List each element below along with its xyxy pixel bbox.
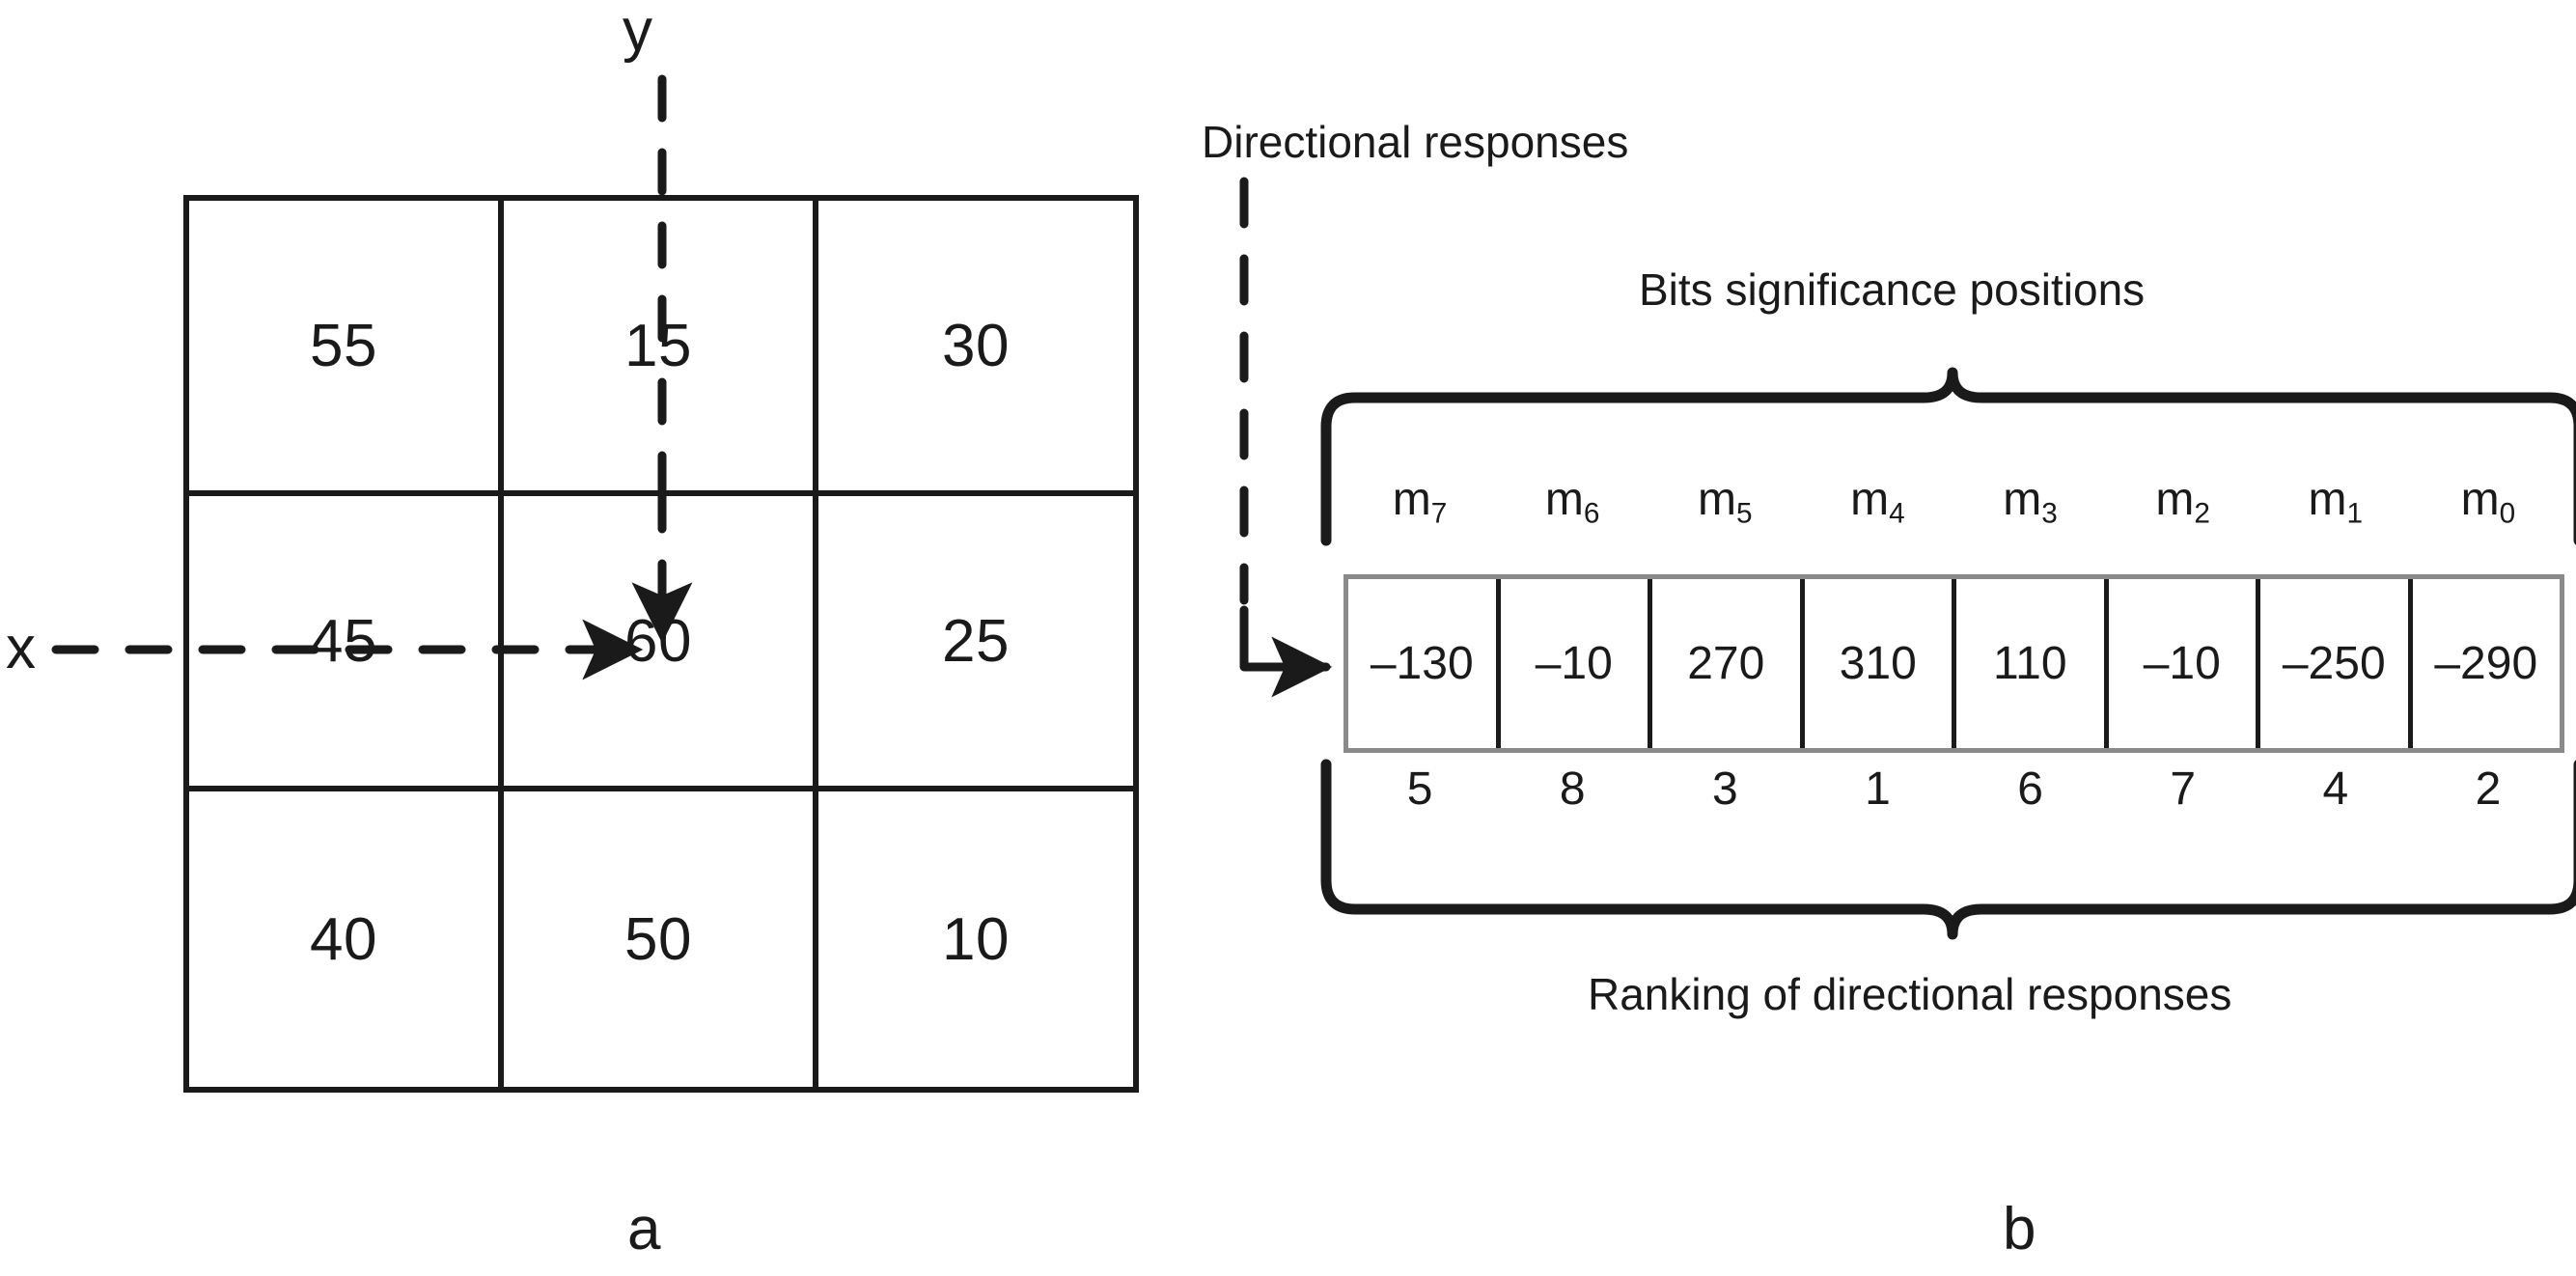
bit-position-label-m2: m2 <box>2155 474 2210 530</box>
rank-cell-m6: 8 <box>1559 763 1586 815</box>
panel-a: y x 55 15 30 45 60 25 40 50 10 a <box>0 0 1197 1276</box>
grid-cell-r2c0: 40 <box>189 791 504 1087</box>
label-directional-responses: Directional responses <box>1202 117 1629 167</box>
grid-cell-r2c1: 50 <box>504 791 818 1087</box>
rank-cell-m7: 5 <box>1406 763 1433 815</box>
bit-subscript-3: 3 <box>2041 497 2058 530</box>
grid-cell-r2c2: 10 <box>942 905 1010 973</box>
bit-position-label-m1: m1 <box>2308 474 2364 530</box>
grid-cell-r0c2: 30 <box>818 201 1133 496</box>
value-cell-m3: 110 <box>1956 579 2109 748</box>
axis-label-x: x <box>6 615 36 681</box>
rank-cell-m4: 1 <box>1865 763 1891 815</box>
value-cell-m4: 310 <box>1804 579 1956 748</box>
grid-cell-r0c0: 55 <box>189 201 504 496</box>
bit-position-label-m3: m3 <box>2003 474 2058 530</box>
rank-cell-m2: 7 <box>2170 763 2197 815</box>
grid-cell-r1c0: 45 <box>189 496 504 791</box>
label-bits-significance-positions: Bits significance positions <box>1639 264 2146 315</box>
grid-cell-r1c2: 25 <box>818 496 1133 791</box>
directional-response-value-row: –130 –10 270 310 110 –10 –250 –290 <box>1343 574 2564 753</box>
bit-subscript-5: 5 <box>1736 497 1753 530</box>
value-cell-m2: –10 <box>2108 579 2260 748</box>
ranking-row: 5 8 3 1 6 7 4 2 <box>1343 763 2564 816</box>
panel-caption-a: a <box>627 1196 661 1262</box>
bit-subscript-7: 7 <box>1430 497 1448 530</box>
bit-subscript-6: 6 <box>1583 497 1600 530</box>
bit-position-label-m4: m4 <box>1850 474 1905 530</box>
rank-cell-m1: 4 <box>2322 763 2349 815</box>
value-cell-m6: –10 <box>1500 579 1652 748</box>
bit-position-label-m0: m0 <box>2460 474 2516 530</box>
bit-subscript-2: 2 <box>2194 497 2210 530</box>
value-cell-m5: 270 <box>1652 579 1805 748</box>
axis-label-y: y <box>623 0 652 64</box>
value-cell-m7: –130 <box>1348 579 1501 748</box>
bit-position-label-m7: m7 <box>1392 474 1448 530</box>
rank-cell-m3: 6 <box>2017 763 2043 815</box>
bit-position-label-m5: m5 <box>1698 474 1753 530</box>
rank-cell-m0: 2 <box>2475 763 2502 815</box>
bit-subscript-0: 0 <box>2499 497 2516 530</box>
bit-position-header-row: m7 m6 m5 m4 m3 m2 m1 m0 <box>1343 473 2564 530</box>
neighborhood-grid: 55 15 30 45 60 25 40 50 10 <box>183 195 1139 1093</box>
bit-subscript-1: 1 <box>2346 497 2364 530</box>
rank-cell-m5: 3 <box>1711 763 1738 815</box>
value-cell-m1: –250 <box>2260 579 2413 748</box>
value-cell-m0: –290 <box>2412 579 2560 748</box>
bit-position-label-m6: m6 <box>1544 474 1600 530</box>
bit-subscript-4: 4 <box>1889 497 1905 530</box>
label-ranking-of-directional-responses: Ranking of directional responses <box>1588 969 2232 1019</box>
panel-caption-b: b <box>2003 1196 2036 1262</box>
